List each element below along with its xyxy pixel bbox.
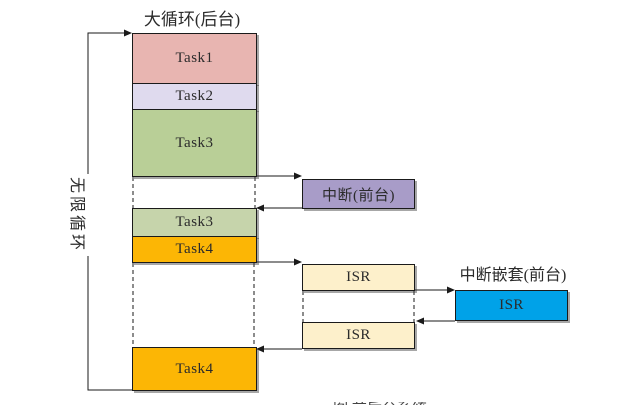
nested-interrupt-title: 中断嵌套(前台) [459, 267, 567, 284]
task3-resume-block: Task3 [132, 208, 257, 237]
infinite-loop-label: 无限循环 [67, 173, 91, 257]
isr-gap-dashed [302, 291, 415, 322]
task1-block: Task1 [132, 33, 257, 84]
isr-bottom-block: ISR [302, 322, 415, 349]
figure-caption: 图 前后台系统 [235, 402, 525, 405]
isr-top-block: ISR [302, 264, 415, 291]
arrow-from-isr [256, 345, 302, 353]
arrow-from-nested-isr [416, 317, 455, 325]
interrupt-block: 中断(前台) [302, 179, 415, 209]
task4-block: Task4 [132, 236, 257, 263]
column-gap1-dashed [132, 177, 256, 208]
arrow-to-interrupt [256, 172, 302, 180]
column-gap2-dashed [132, 263, 255, 347]
arrow-to-isr [256, 258, 302, 266]
task4-resume-block: Task4 [132, 347, 257, 391]
diagram-title: 大循环(后台) [143, 10, 241, 29]
task2-block: Task2 [132, 83, 257, 110]
infinite-loop-arrow [87, 29, 133, 391]
arrow-from-interrupt [256, 204, 302, 212]
task3-block: Task3 [132, 109, 257, 177]
nested-isr-block: ISR [455, 290, 568, 321]
